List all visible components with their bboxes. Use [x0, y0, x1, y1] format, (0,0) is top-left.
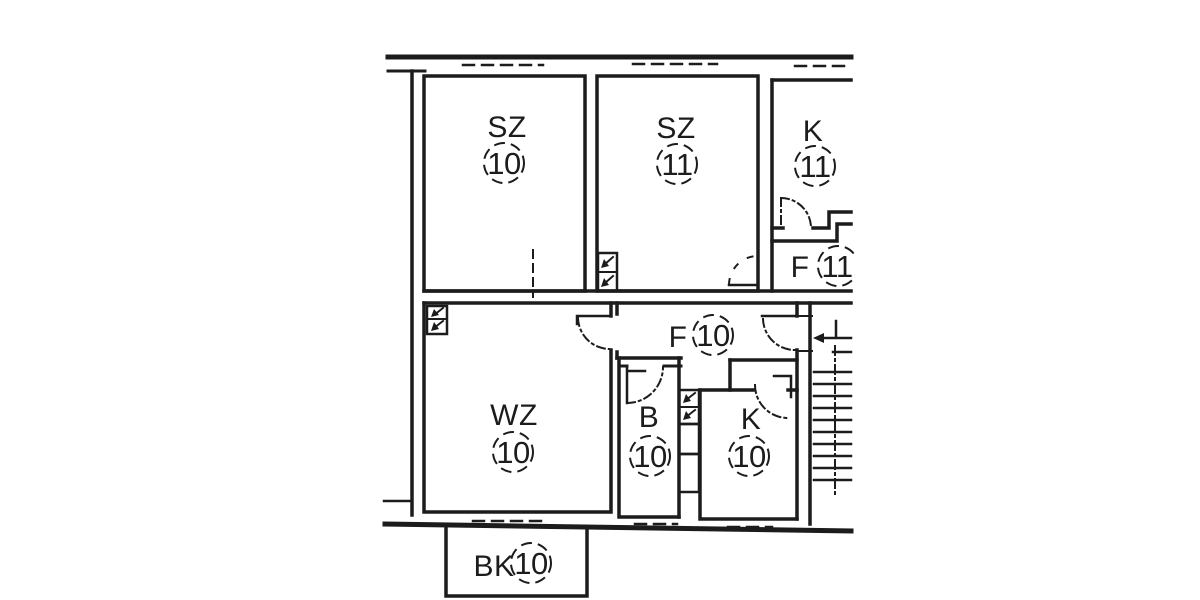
door-arc-k11	[779, 196, 813, 230]
room-wz-outline	[422, 301, 613, 514]
number-circle-k10	[728, 435, 770, 477]
stair-treads	[812, 370, 853, 482]
number-circle-f10	[692, 314, 734, 356]
room-code-sz11: SZ	[656, 112, 695, 145]
door-leaf-b	[625, 365, 647, 405]
number-circle-sz11	[656, 143, 698, 185]
door-leaf-k10	[772, 374, 793, 399]
door-arc-b	[625, 365, 665, 405]
room-code-k11: K	[803, 115, 824, 148]
room-number-k11: 11	[799, 149, 830, 184]
door-leaf-wz	[575, 314, 613, 326]
balcony-bk-outline	[444, 525, 589, 598]
room-number-sz10: 10	[487, 146, 521, 181]
number-circle-bk	[510, 542, 552, 584]
room-code-bk: BK	[473, 550, 514, 583]
room-number-k10: 10	[732, 439, 766, 474]
room-b-outline	[617, 356, 681, 519]
room-sz11-outline	[595, 74, 760, 293]
plan-group: SZ 10 SZ 11 K 11 F 11 F 10 WZ 10 B 10 K …	[382, 54, 855, 598]
flue-icon	[601, 259, 609, 268]
number-circle-k11	[794, 145, 836, 187]
room-number-f11: 11	[821, 249, 852, 284]
flue-icon	[431, 322, 439, 331]
flue-icon	[683, 394, 691, 403]
room-sz10-outline	[422, 74, 587, 293]
number-circle-wz	[492, 431, 534, 473]
shaft-bk-bottom	[677, 452, 701, 494]
room-number-f10: 10	[696, 318, 730, 353]
room-k11-bottom	[770, 210, 853, 230]
room-code-f10: F	[669, 321, 688, 354]
door-arc-sz11	[727, 254, 759, 286]
room-number-wz: 10	[496, 435, 530, 470]
wall-exterior-bottom	[382, 521, 854, 534]
door-arc-entry	[761, 317, 797, 352]
room-number-sz11: 11	[661, 147, 692, 182]
flue-icon	[683, 411, 691, 420]
door-arc-wz	[576, 316, 611, 351]
stair-arrow-icon	[813, 333, 824, 343]
room-code-k10: K	[741, 403, 762, 436]
number-circle-f11	[817, 245, 855, 287]
door-arc-k10	[753, 383, 790, 420]
flue-icon	[601, 278, 609, 287]
room-number-bk: 10	[514, 546, 548, 581]
stair-direction-line	[821, 319, 853, 340]
number-circle-b	[629, 435, 671, 477]
flue-icon	[431, 309, 439, 317]
room-code-f11: F	[791, 251, 810, 284]
room-k10-outline	[698, 388, 799, 521]
room-code-b: B	[639, 401, 660, 434]
shaft-bk-mid	[677, 422, 701, 456]
room-code-sz10: SZ	[487, 111, 526, 144]
room-code-wz: WZ	[490, 399, 538, 432]
room-number-b: 10	[633, 439, 667, 474]
room-f11-top	[770, 222, 853, 243]
number-circle-sz10	[483, 142, 525, 184]
